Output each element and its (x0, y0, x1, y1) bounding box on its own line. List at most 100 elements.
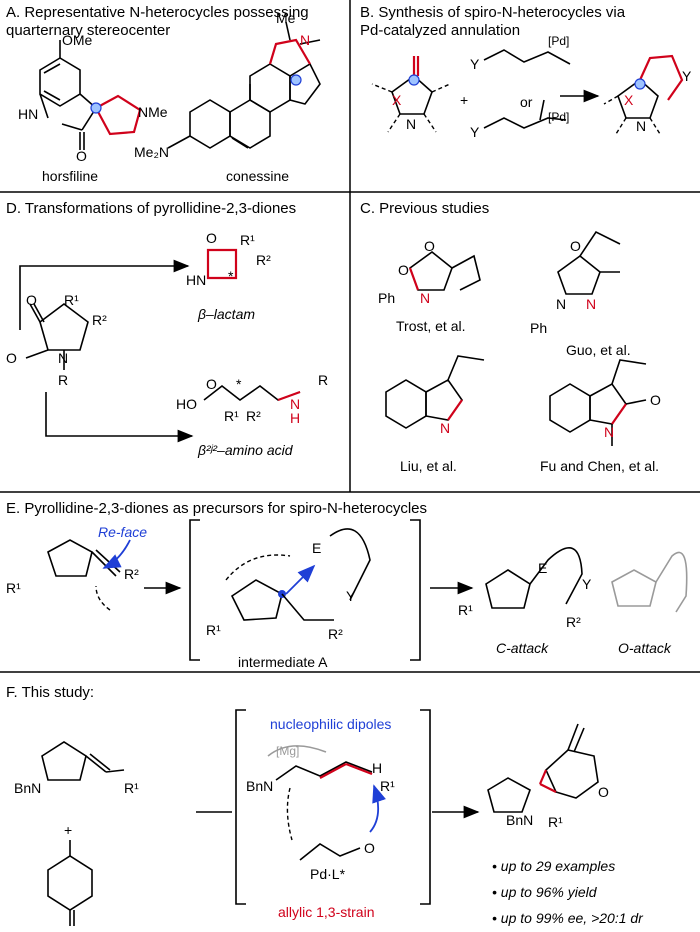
scheme-d-drawing (19, 248, 301, 443)
a-me2n-label: Me₂N (134, 144, 169, 160)
section-f-title: F. This study: (6, 684, 95, 701)
d-r1: R¹ (64, 292, 79, 308)
b-pd1-label: [Pd] (548, 34, 570, 48)
scheme-b-left-ring (371, 56, 451, 133)
d-lactam-star: * (228, 268, 234, 284)
c-guo-n2: N (586, 296, 597, 312)
amino-acid-label: β²ʲ²–amino acid (198, 442, 293, 458)
b-pd2-label: [Pd] (548, 110, 570, 124)
c-fu-o: O (650, 392, 661, 408)
horsfiline-structure (39, 40, 142, 150)
d-aa-r2: R² (246, 408, 261, 424)
c-trost-o2: O (398, 262, 409, 278)
e-r2-c: R² (566, 614, 581, 630)
f-bnn-start: BnN (14, 780, 42, 796)
a-nme-label: NMe (138, 104, 168, 120)
c-guo-ph: Ph (530, 320, 548, 336)
bullet-ee: • up to 99% ee, >20:1 dr (492, 910, 643, 926)
d-r2: R² (92, 312, 107, 328)
d-aa-h: H (290, 410, 301, 426)
e-y-int: Y (346, 588, 356, 604)
re-face-label: Re-face (98, 524, 148, 540)
f-r1-start: R¹ (124, 780, 139, 796)
f-h-int: H (372, 760, 383, 776)
d-lactam-o: O (206, 230, 217, 246)
e-e-int: E (312, 540, 322, 556)
section-b-title-line2: Pd-catalyzed annulation (360, 22, 521, 39)
a-o-label: O (76, 148, 87, 164)
allylic-strain-label: allylic 1,3-strain (278, 904, 375, 920)
d-r: R (58, 372, 69, 388)
c-guo-n1: N (556, 296, 567, 312)
scheme-f-drawing (41, 709, 599, 926)
nucleophilic-dipoles-label: nucleophilic dipoles (270, 716, 392, 732)
f-r1-int: R¹ (380, 778, 395, 794)
f-pdl-label: Pd·L* (310, 866, 346, 882)
d-lactam-r2: R² (256, 252, 271, 268)
e-r2-int: R² (328, 626, 343, 642)
section-a-title-line2: quarternary stereocenter (6, 22, 171, 39)
beta-lactam-label: β–lactam (198, 306, 256, 322)
e-e-c: E (538, 560, 548, 576)
c-trost-o1: O (424, 238, 435, 254)
bullet-ee-text: up to 99% ee, >20:1 dr (500, 910, 643, 926)
b-product-x: X (624, 92, 634, 108)
horsfiline-label: horsfiline (42, 168, 99, 184)
conessine-structure (167, 21, 321, 149)
b-y1-label: Y (470, 56, 480, 72)
f-o-prod: O (598, 784, 609, 800)
d-o1: O (26, 292, 37, 308)
b-x-label: X (392, 92, 402, 108)
d-aa-r1: R¹ (224, 408, 239, 424)
trost-label: Trost, et al. (396, 318, 466, 334)
c-trost-n: N (420, 290, 431, 306)
d-aa-r: R (318, 372, 329, 388)
d-aa-n: N (290, 396, 301, 412)
section-d-title: D. Transformations of pyrollidine-2,3-di… (6, 200, 297, 217)
c-liu-n: N (440, 420, 451, 436)
c-guo-o: O (570, 238, 581, 254)
bullet-yield-text: up to 96% yield (500, 884, 597, 900)
intermediate-label: intermediate A (238, 654, 328, 670)
a-hn-label: HN (18, 106, 39, 122)
c-attack-label: C-attack (496, 640, 549, 656)
d-aa-star: * (236, 376, 242, 392)
b-product-n: N (636, 118, 647, 134)
e-r2-start: R² (124, 566, 139, 582)
scheme-b-product (603, 54, 684, 135)
b-plus: + (460, 92, 469, 108)
conessine-label: conessine (226, 168, 290, 184)
a-conessine-n: N (300, 32, 311, 48)
d-lactam-r1: R¹ (240, 232, 255, 248)
b-y2-label: Y (470, 124, 480, 140)
guo-label: Guo, et al. (566, 342, 631, 358)
section-a-title-line1: A. Representative N-heterocycles possess… (6, 4, 309, 21)
d-lactam-hn: HN (186, 272, 207, 288)
f-plus: + (64, 822, 73, 838)
f-mg-label: [Mg] (276, 744, 300, 758)
scheme-c-drawing (385, 230, 647, 446)
d-n: N (58, 350, 69, 366)
scheme-b-reagents (483, 49, 571, 129)
section-b-title: B. Synthesis of spiro-N-heterocycles via… (360, 4, 625, 40)
c-trost-ph: Ph (378, 290, 396, 306)
d-aa-ho: HO (176, 396, 197, 412)
f-r1-prod: R¹ (548, 814, 563, 830)
d-o2: O (6, 350, 17, 366)
d-aa-o: O (206, 376, 217, 392)
b-n-label: N (406, 116, 417, 132)
a-conessine-me: Me (276, 10, 296, 26)
section-b-title-line1: B. Synthesis of spiro-N-heterocycles via (360, 4, 626, 21)
bullet-examples: • up to 29 examples (492, 858, 616, 874)
e-y-c: Y (582, 576, 592, 592)
f-o-int: O (364, 840, 375, 856)
scheme-e-drawing (47, 519, 688, 661)
e-r1-int: R¹ (206, 622, 221, 638)
section-c-title: C. Previous studies (360, 200, 490, 217)
b-or-label: or (520, 94, 533, 110)
bullet-examples-text: up to 29 examples (500, 858, 616, 874)
f-bnn-prod: BnN (506, 812, 534, 828)
e-r1-c: R¹ (458, 602, 473, 618)
o-attack-label: O-attack (618, 640, 671, 656)
